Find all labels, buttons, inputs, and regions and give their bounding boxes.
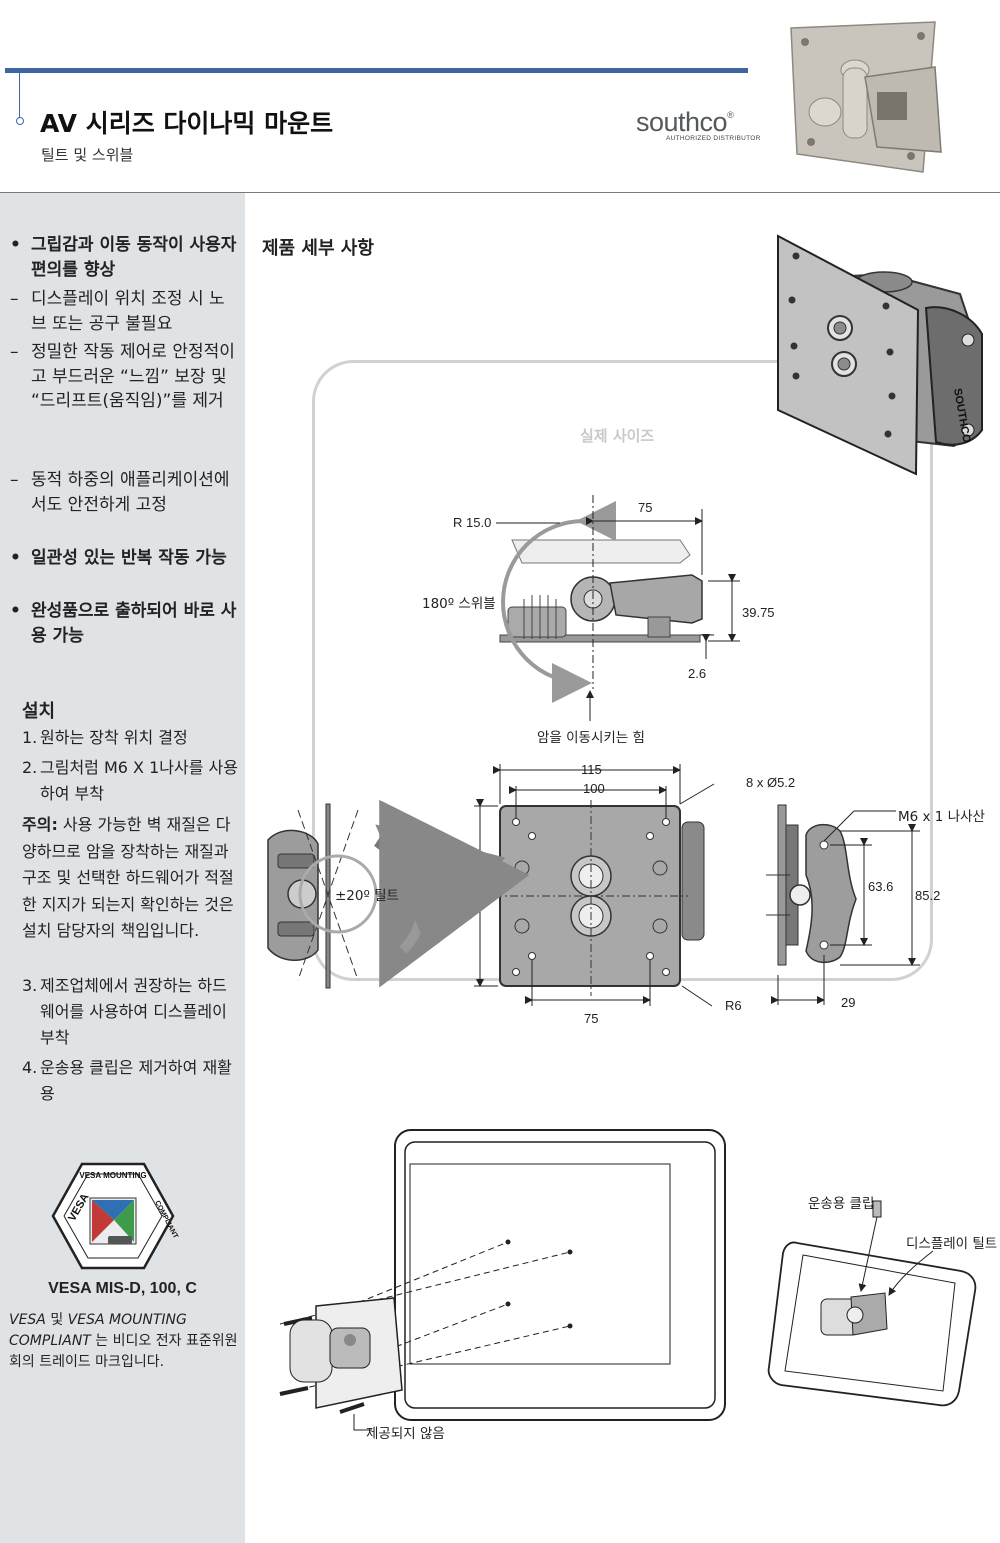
feature-item: • 그립감과 이동 동작이 사용자 편의를 향상 [10, 233, 238, 282]
front-view-drawing [474, 764, 715, 1007]
dash-marker: – [10, 342, 19, 362]
dash-marker: – [10, 470, 19, 490]
display-tilt-drawing [767, 1200, 977, 1407]
installation-step: 4. 운송용 클립은 제거하여 재활용 [22, 1055, 240, 1107]
step-text: 제조업체에서 권장하는 하드웨어를 사용하여 디스플레이 부착 [40, 976, 227, 1047]
dim-75-top-label: 75 [638, 500, 653, 515]
vesa-badge-icon: VESA MOUNTING COMPLIANT VESA [51, 1162, 179, 1270]
installation-step: 1. 원하는 장착 위치 결정 [22, 725, 240, 751]
bullet-marker: • [10, 548, 21, 568]
step-text: 그림처럼 M6 X 1나사를 사용하여 부착 [40, 758, 238, 803]
tilt-view-drawing [267, 799, 530, 989]
vesa-caption: VESA MIS-D, 100, C [48, 1280, 197, 1297]
dim-100-top-label: 100 [583, 781, 605, 796]
feature-text: 정밀한 작동 제어로 안정적이고 부드러운 “느낌” 보장 및 “드리프트(움직… [31, 342, 235, 411]
bullet-marker: • [10, 235, 21, 255]
step-number: 3. [22, 976, 38, 995]
logo-tagline: AUTHORIZED DISTRIBUTOR [666, 135, 761, 142]
installation-note: 주의: 사용 가능한 벽 재질은 다양하므로 암을 장착하는 재질과 구조 및 … [22, 812, 240, 945]
specs-title: 제품 세부 사항 [262, 238, 374, 259]
shipping-clip-label: 운송용 클립 [808, 1196, 875, 1212]
feature-item: – 디스플레이 위치 조정 시 노브 또는 공구 불필요 [10, 287, 238, 336]
feature-item: • 완성품으로 출하되어 바로 사용 가능 [10, 599, 238, 648]
r6-label: R6 [725, 998, 742, 1013]
dim-2-6-label: 2.6 [688, 666, 707, 681]
dash-marker: – [10, 289, 19, 309]
vesa-trademark-note: VESA 및 VESA MOUNTING COMPLIANT 는 비디오 전자 … [9, 1310, 241, 1373]
screw-thread-label: M6 x 1 나사산 [898, 809, 985, 825]
radius-label: R 15.0 [453, 515, 492, 530]
step-number: 2. [22, 758, 38, 777]
note-label: 주의: [22, 815, 58, 834]
vesa-badge-top-text: VESA MOUNTING [79, 1171, 146, 1180]
not-supplied-label: 제공되지 않음 [366, 1426, 445, 1442]
header-divider [0, 192, 1000, 193]
feature-text: 완성품으로 출하되어 바로 사용 가능 [31, 601, 237, 646]
display-tilt-label: 디스플레이 틸트 [906, 1236, 998, 1252]
dim-75-bottom-label: 75 [584, 1011, 599, 1026]
note-text: 사용 가능한 벽 재질은 다양하므로 암을 장착하는 재질과 구조 및 선택한 … [22, 815, 234, 940]
vesa-note-em: VESA MOUNTING COMPLIANT [9, 1312, 187, 1349]
holes-label: 8 x Ø5.2 [746, 775, 796, 790]
feature-item: – 정밀한 작동 제어로 안정적이고 부드러운 “느낌” 보장 및 “드리프트(… [10, 340, 238, 414]
header-accent-dot [16, 117, 24, 125]
feature-text: 그립감과 이동 동작이 사용자 편의를 향상 [31, 235, 237, 280]
right-side-view-drawing [766, 804, 920, 1005]
product-3d-image: SOUTHCO [777, 234, 983, 476]
feature-text: 일관성 있는 반복 작동 가능 [31, 548, 227, 568]
installation-title: 설치 [22, 701, 56, 722]
dim-29-label: 29 [841, 995, 856, 1010]
feature-text: 동적 하중의 애플리케이션에서도 안전하게 고정 [31, 470, 230, 515]
dim-115-label: 115 [581, 762, 602, 777]
header-accent-stem [19, 73, 20, 119]
vesa-note-em: VESA [9, 1312, 46, 1328]
swivel-label: 180º 스위블 [422, 596, 496, 612]
page-subtitle: 틸트 및 스위블 [41, 146, 134, 164]
step-text: 원하는 장착 위치 결정 [40, 728, 188, 747]
step-text: 운송용 클립은 제거하여 재활용 [40, 1058, 232, 1103]
dim-39-75-label: 39.75 [742, 605, 775, 620]
logo-registered-mark: ® [727, 110, 734, 120]
side-view-drawing [496, 495, 740, 721]
actual-size-label: 실제 사이즈 [580, 427, 655, 445]
dim-85-2-label: 85.2 [915, 888, 941, 903]
tilt-label: ±20º 틸트 [335, 888, 399, 904]
feature-text: 디스플레이 위치 조정 시 노브 또는 공구 불필요 [31, 289, 225, 334]
arm-force-label: 암을 이동시키는 힘 [537, 730, 645, 746]
installation-step: 3. 제조업체에서 권장하는 하드웨어를 사용하여 디스플레이 부착 [22, 973, 240, 1051]
logo-text: southco [636, 107, 728, 137]
header-accent-rule [5, 68, 748, 73]
dim-63-6-label: 63.6 [868, 879, 894, 894]
step-number: 4. [22, 1058, 38, 1077]
step-number: 1. [22, 728, 38, 747]
header-product-image [790, 21, 942, 173]
vesa-note-text: 및 [45, 1312, 68, 1328]
installation-step: 2. 그림처럼 M6 X 1나사를 사용하여 부착 [22, 755, 240, 807]
dim-100-side-label: 100 [472, 883, 494, 898]
vesa-note-text: 는 비디오 전자 표준위원회의 트레이드 마크입니다. [9, 1333, 238, 1370]
bullet-marker: • [10, 601, 21, 621]
southco-logo[interactable]: southco® [636, 107, 734, 138]
feature-item: • 일관성 있는 반복 작동 가능 [10, 546, 238, 571]
sidebar [0, 193, 245, 1543]
assembly-drawing [279, 1129, 726, 1431]
feature-item: – 동적 하중의 애플리케이션에서도 안전하게 고정 [10, 468, 238, 517]
page-title: AV 시리즈 다이나믹 마운트 [40, 109, 334, 138]
